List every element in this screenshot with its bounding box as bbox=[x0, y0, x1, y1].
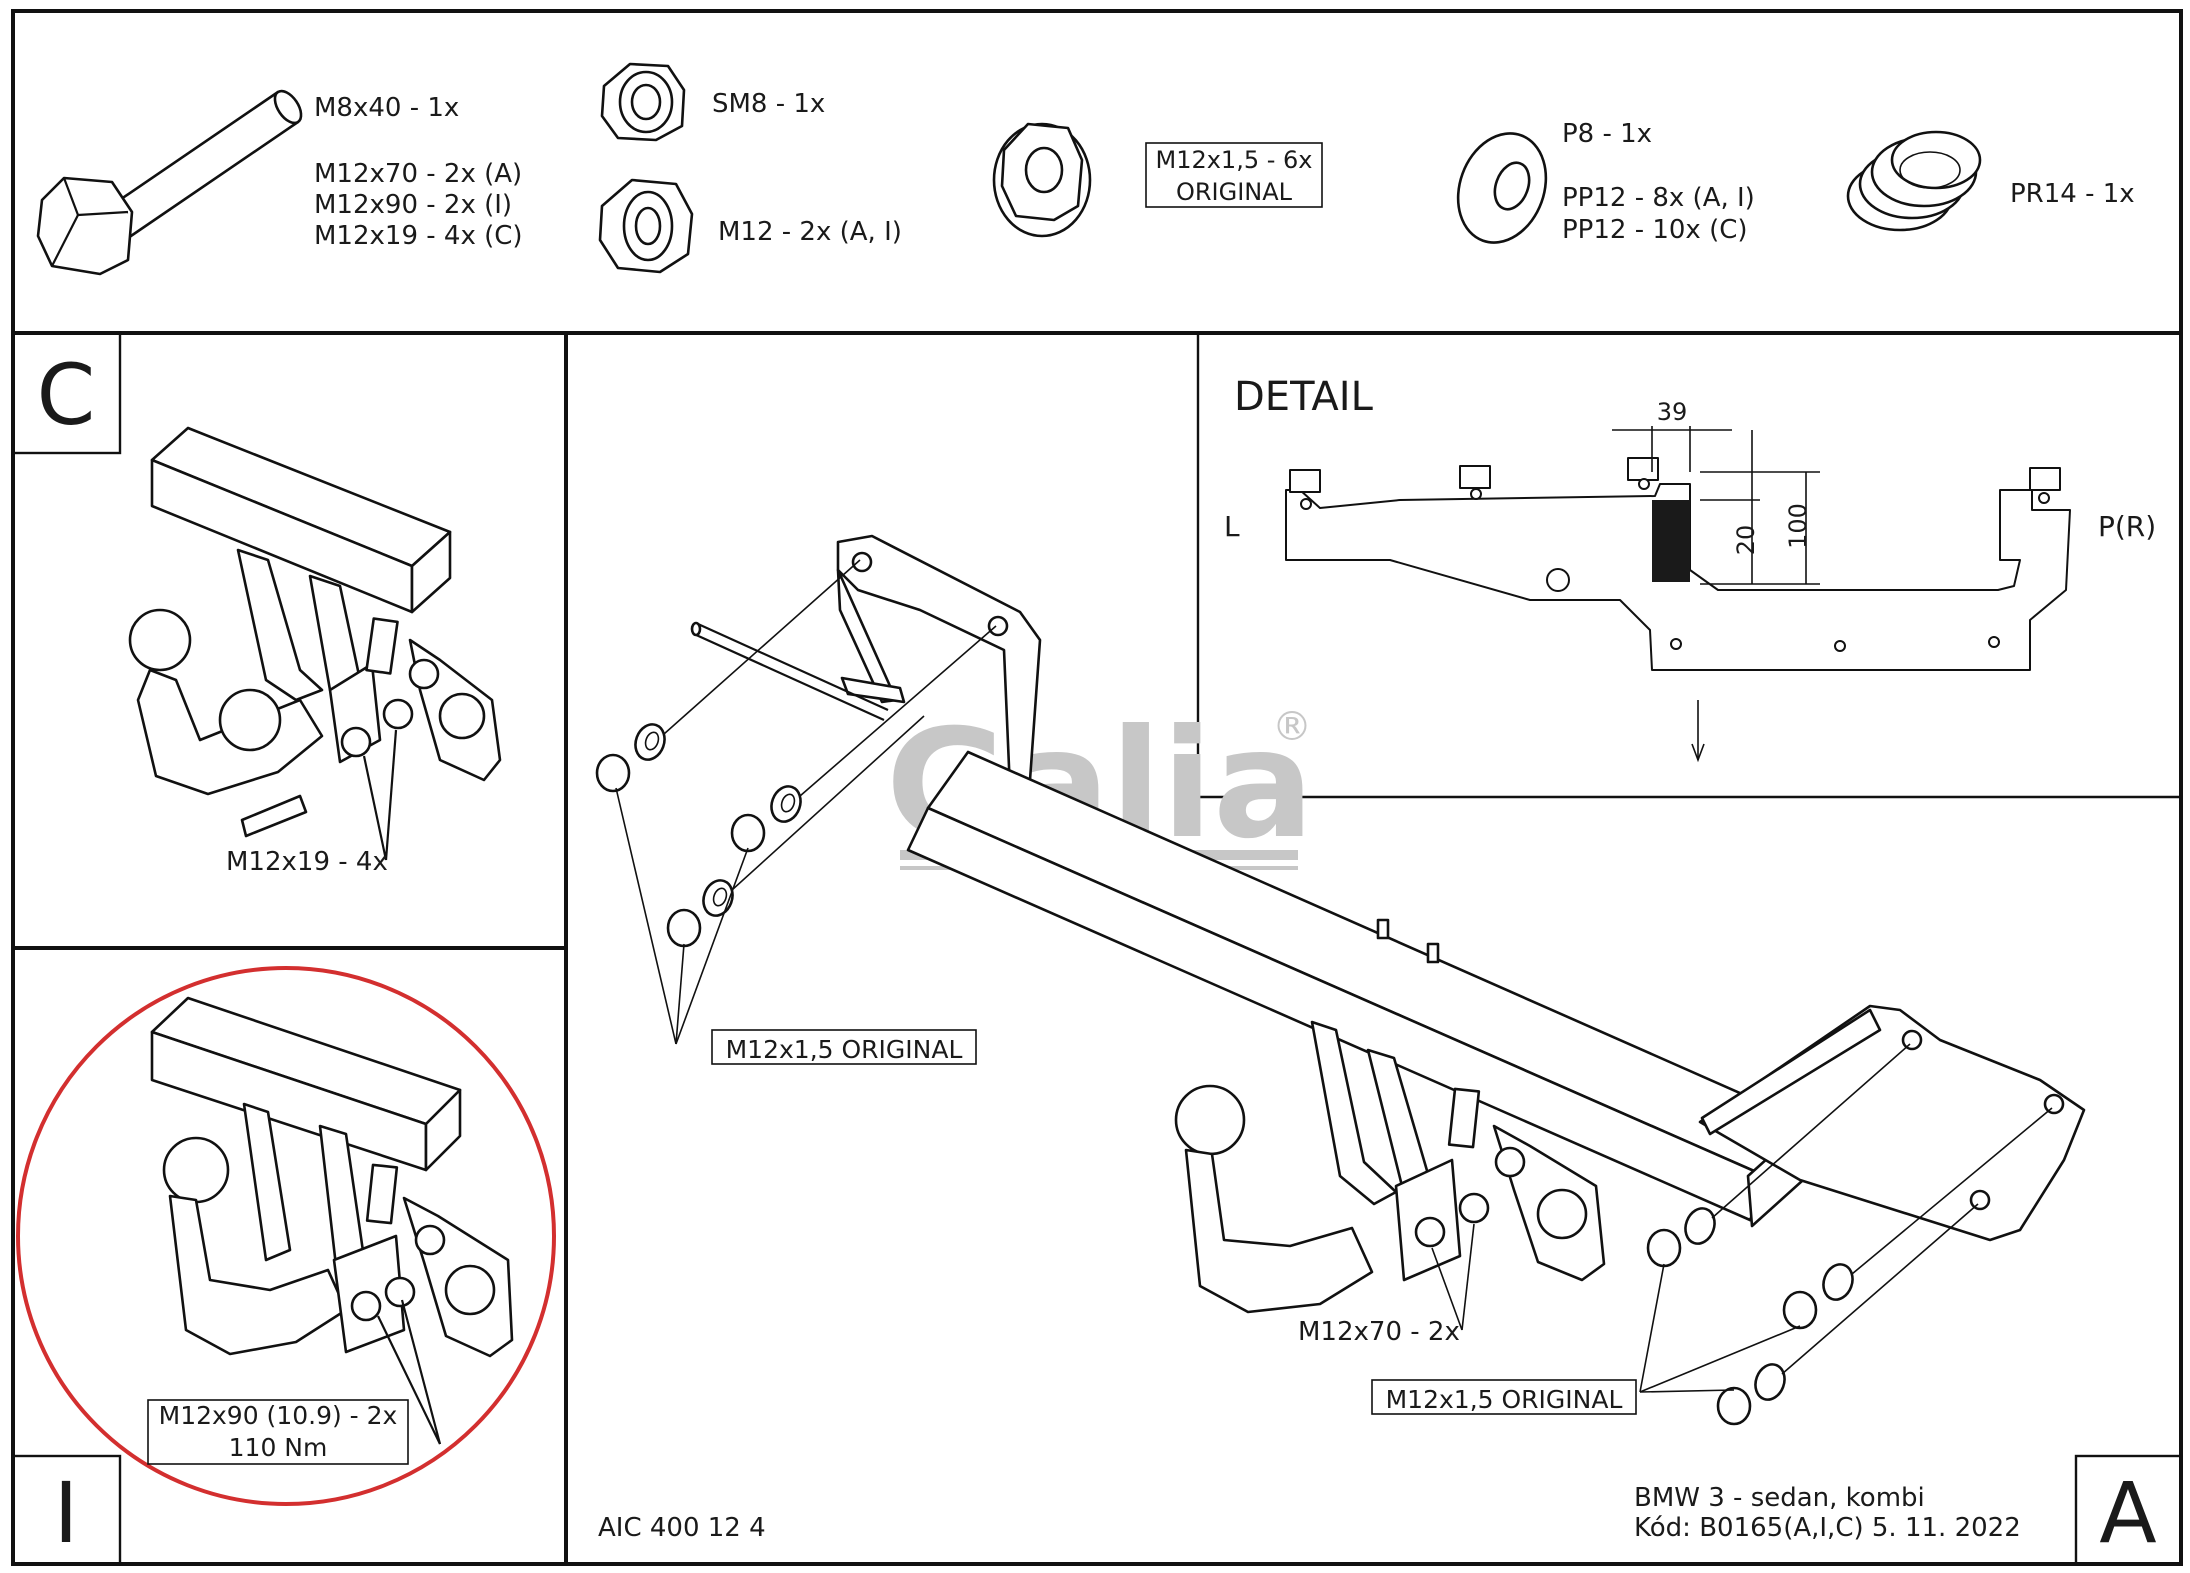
washer-label-pp12-ai: PP12 - 8x (A, I) bbox=[1562, 183, 1755, 213]
nut-label: M12 - 2x (A, I) bbox=[718, 217, 902, 247]
assembly-line-3 bbox=[731, 715, 925, 891]
vehicle-label: BMW 3 - sedan, kombi bbox=[1634, 1483, 1925, 1513]
detail-hatched-area bbox=[1652, 500, 1690, 582]
drawing-code: AIC 400 12 4 bbox=[598, 1513, 766, 1543]
flange-nut-label-1: M12x1,5 - 6x bbox=[1155, 146, 1312, 174]
left-flange-nut-1 bbox=[595, 723, 666, 793]
cross-rod bbox=[690, 621, 889, 722]
callout-leader-i1 bbox=[377, 1315, 441, 1445]
washer-label-p8: P8 - 1x bbox=[1562, 119, 1652, 149]
flange-nut-icon bbox=[992, 122, 1092, 238]
dim-100-label: 100 bbox=[1784, 503, 1812, 549]
callout-leader-l3 bbox=[675, 943, 685, 1045]
bolt-label-m12x70: M12x70 - 2x (A) bbox=[314, 159, 522, 189]
callout-leader-b1 bbox=[1431, 1247, 1463, 1331]
bolt-label-m8x40: M8x40 - 1x bbox=[314, 93, 459, 123]
assembly-line-6 bbox=[1781, 1203, 1979, 1375]
panel-a-letter: A bbox=[2099, 1464, 2156, 1562]
assembly-line-5 bbox=[1851, 1107, 2053, 1275]
hex-bolt-icon bbox=[36, 89, 303, 276]
watermark-registered-mark: ® bbox=[1272, 704, 1312, 750]
panel-c-letter-box bbox=[11, 331, 122, 455]
callout-leader-r2 bbox=[1639, 1325, 1801, 1393]
right-flange-nut-2 bbox=[1782, 1263, 1854, 1330]
towbar-hook-panel-i bbox=[150, 996, 514, 1358]
main-callout-left: M12x1,5 ORIGINAL bbox=[726, 1035, 963, 1064]
callout-leader-l1 bbox=[615, 787, 677, 1045]
right-flange-nut-3 bbox=[1716, 1363, 1786, 1426]
detail-frame bbox=[1196, 333, 2181, 799]
bolt-label-m12x19: M12x19 - 4x (C) bbox=[314, 221, 523, 251]
callout-leader-c1 bbox=[362, 755, 388, 861]
panel-c-letter: C bbox=[37, 346, 96, 444]
assembly-line-2 bbox=[799, 625, 997, 797]
hex-nut-icon bbox=[598, 178, 694, 274]
dim-20-label: 20 bbox=[1732, 525, 1760, 556]
detail-left-label: L bbox=[1224, 510, 1240, 543]
detail-title: DETAIL bbox=[1234, 374, 1374, 420]
callout-leader-l2 bbox=[675, 847, 749, 1045]
spring-washer-label: PR14 - 1x bbox=[2010, 179, 2135, 209]
towbar-hook-main bbox=[1174, 1020, 1606, 1314]
left-flange-nut-2 bbox=[730, 785, 802, 853]
panel-a-letter-box bbox=[2074, 1454, 2183, 1566]
spring-washer-icon bbox=[1846, 130, 1982, 232]
lock-nut-icon bbox=[600, 62, 686, 142]
dim-39-label: 39 bbox=[1657, 398, 1688, 426]
drawing-frame bbox=[11, 9, 2183, 1566]
callout-leader-i2 bbox=[400, 1299, 442, 1445]
right-mounting-bracket bbox=[1698, 1004, 2086, 1242]
towbar-hook-panel-c bbox=[128, 426, 502, 838]
left-flange-nut-3 bbox=[666, 879, 734, 948]
detail-right-label: P(R) bbox=[2098, 510, 2156, 543]
panel-i-letter-box bbox=[11, 1454, 122, 1566]
main-callout-right-box bbox=[1371, 1379, 1637, 1415]
callout-leader-r1 bbox=[1639, 1263, 1665, 1393]
assembly-line-1 bbox=[663, 559, 861, 735]
callout-leader-b2 bbox=[1461, 1223, 1475, 1331]
kod-label: Kód: B0165(A,I,C) 5. 11. 2022 bbox=[1634, 1513, 2021, 1543]
washer-icon bbox=[1456, 132, 1548, 244]
panel-i-callout-box bbox=[147, 1399, 409, 1465]
flange-nut-label-box bbox=[1145, 142, 1323, 208]
panel-c-callout: M12x19 - 4x bbox=[226, 847, 388, 877]
callout-leader-r3 bbox=[1639, 1389, 1735, 1393]
highlight-circle bbox=[16, 966, 556, 1506]
detail-bracket-outline bbox=[1285, 457, 2071, 671]
panel-i-callout-1: M12x90 (10.9) - 2x bbox=[159, 1401, 398, 1430]
detail-arrow-head bbox=[1691, 743, 1705, 763]
assembly-line-4 bbox=[1711, 1043, 1911, 1219]
main-callout-right: M12x1,5 ORIGINAL bbox=[1386, 1385, 1623, 1414]
locknut-label: SM8 - 1x bbox=[712, 89, 825, 119]
washer-label-pp12-c: PP12 - 10x (C) bbox=[1562, 215, 1748, 245]
panel-i-callout-2: 110 Nm bbox=[229, 1433, 328, 1462]
flange-nut-label-2: ORIGINAL bbox=[1176, 178, 1293, 206]
callout-leader-c2 bbox=[384, 729, 398, 861]
right-flange-nut-1 bbox=[1646, 1207, 1716, 1268]
panel-i-letter: I bbox=[54, 1464, 79, 1562]
main-callout-bolts: M12x70 - 2x bbox=[1298, 1317, 1460, 1347]
main-callout-left-box bbox=[711, 1029, 977, 1065]
bolt-label-m12x90: M12x90 - 2x (I) bbox=[314, 190, 512, 220]
